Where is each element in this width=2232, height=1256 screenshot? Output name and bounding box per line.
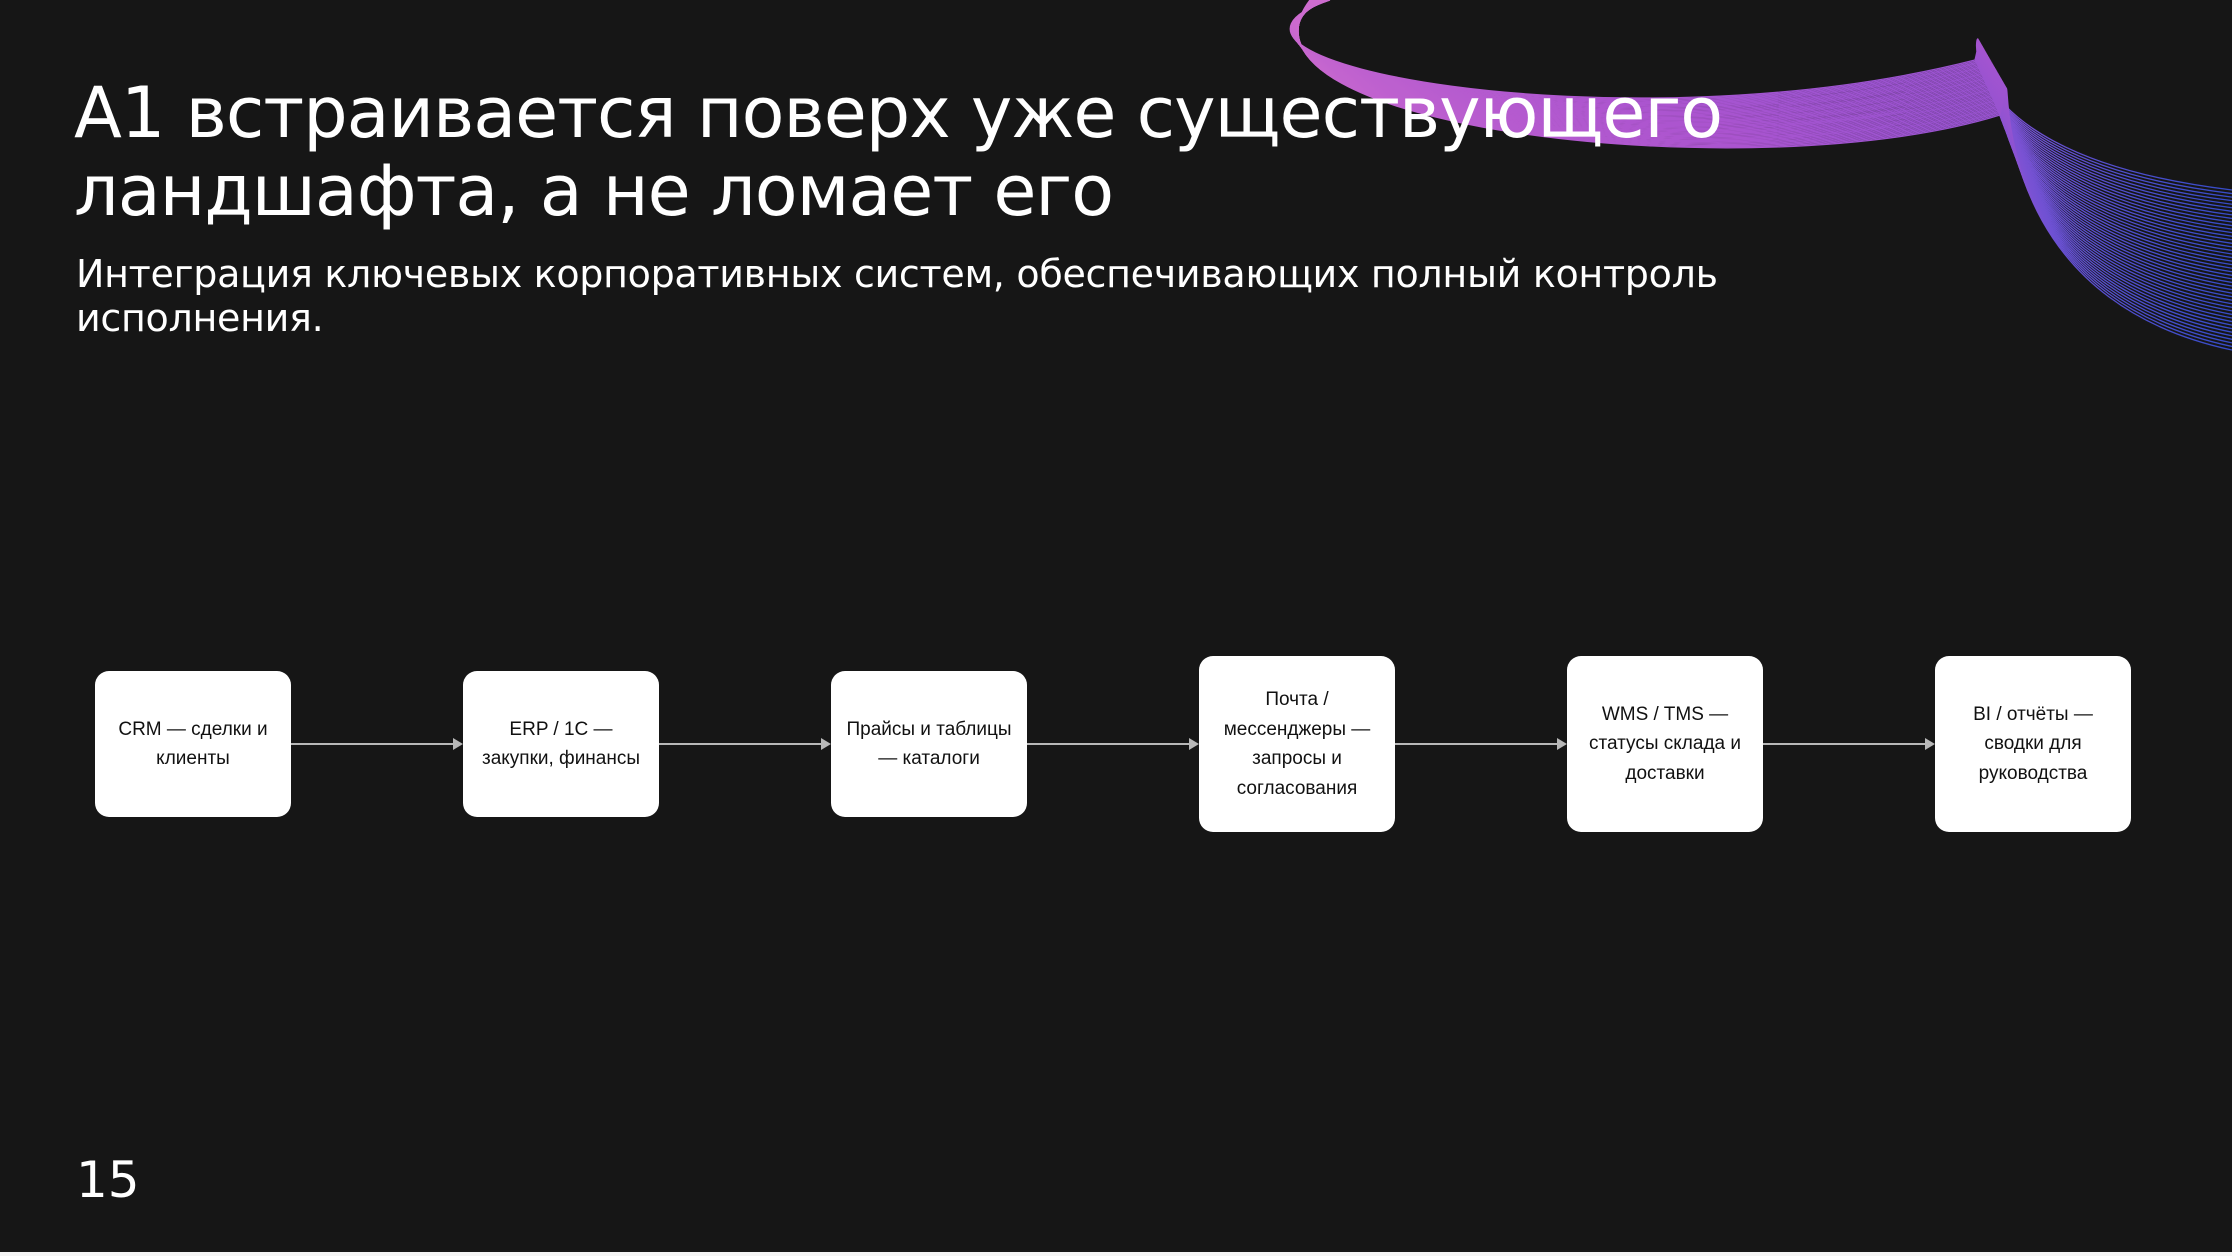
flow-arrow-head [1189,738,1199,750]
node-price-lists: Прайсы и таблицы — каталоги [831,671,1027,817]
flow-arrow-3 [1395,738,1567,750]
flow-arrow-head [1925,738,1935,750]
flow-arrow-1 [659,738,831,750]
node-price-lists-label: Прайсы и таблицы — каталоги [846,718,1012,770]
node-wms-tms: WMS / TMS — статусы склада и доставки [1567,656,1763,832]
flow-arrow-head [1557,738,1567,750]
flow-arrow-0 [291,738,463,750]
node-bi-reports: BI / отчёты — сводки для руководства [1935,656,2131,832]
node-erp-label: ERP / 1С — закупки, финансы [481,718,641,770]
node-crm-label: CRM — сделки и клиенты [118,718,268,770]
bottom-edge-strip [0,1252,2232,1256]
node-mail-messengers: Почта / мессенджеры — запросы и согласов… [1199,656,1395,832]
node-erp: ERP / 1С — закупки, финансы [463,671,659,817]
slide-subtitle: Интеграция ключевых корпоративных систем… [76,252,1718,340]
node-bi-reports-label: BI / отчёты — сводки для руководства [1973,703,2093,784]
node-mail-messengers-label: Почта / мессенджеры — запросы и согласов… [1223,689,1371,799]
node-crm: CRM — сделки и клиенты [95,671,291,817]
flow-arrow-head [821,738,831,750]
flow-arrow-4 [1763,738,1935,750]
flow-arrow-head [453,738,463,750]
flow-arrow-2 [1027,738,1199,750]
page-number: 15 [76,1151,140,1209]
node-wms-tms-label: WMS / TMS — статусы склада и доставки [1589,703,1741,784]
slide-title: A1 встраивается поверх уже существующего… [74,72,1723,232]
